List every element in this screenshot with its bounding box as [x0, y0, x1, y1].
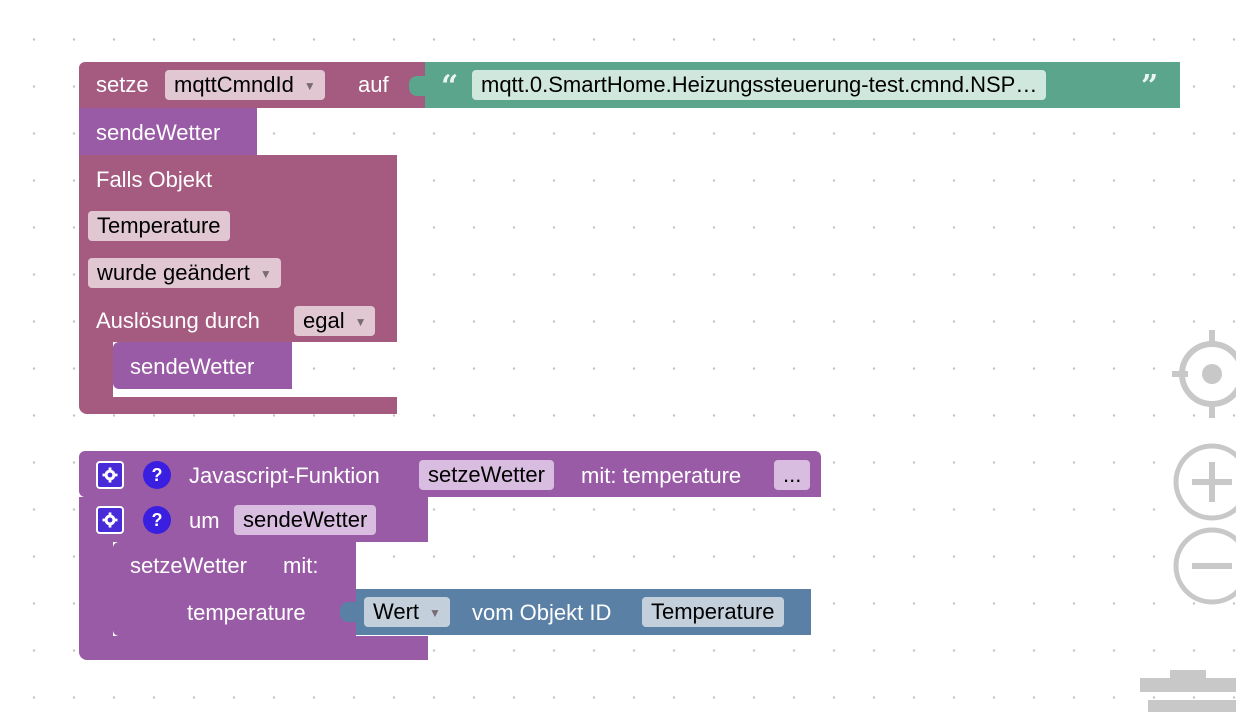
- quote-open-icon: “: [441, 69, 459, 104]
- inner-procedure-call-label: sendeWetter: [130, 354, 255, 379]
- trigger-source-label: Auslösung durch: [96, 308, 260, 333]
- get-value-connector: [340, 602, 358, 622]
- procedure-keyword: um: [189, 508, 220, 533]
- string-value-field[interactable]: mqtt.0.SmartHome.Heizungssteuerung-test.…: [472, 70, 1047, 100]
- variable-dropdown-label: mqttCmndId: [174, 72, 294, 97]
- set-keyword: setze: [96, 72, 149, 97]
- trigger-source-dropdown-label: egal: [303, 308, 345, 333]
- js-function-more-field[interactable]: ...: [774, 460, 811, 490]
- condition-dropdown[interactable]: wurde geändert ▼: [88, 258, 281, 288]
- zoom-in-icon[interactable]: [1172, 442, 1236, 522]
- trash-icon[interactable]: [1140, 670, 1236, 712]
- js-function-params: mit: temperature: [581, 463, 742, 488]
- procedure-call-label: sendeWetter: [96, 120, 221, 145]
- recenter-icon[interactable]: [1172, 330, 1236, 420]
- help-icon[interactable]: ?: [143, 506, 171, 534]
- value-type-dropdown[interactable]: Wert ▼: [364, 597, 450, 627]
- zoom-out-icon[interactable]: [1172, 526, 1236, 606]
- gear-icon[interactable]: [96, 506, 124, 534]
- quote-close-icon: ”: [1141, 69, 1159, 104]
- inner-procedure-call-block[interactable]: [113, 342, 292, 389]
- procedure-definition-arm: [79, 542, 113, 636]
- chevron-down-icon: ▼: [259, 267, 272, 281]
- object-id-field[interactable]: Temperature: [88, 211, 230, 241]
- condition-dropdown-label: wurde geändert: [97, 260, 250, 285]
- js-call-name: setzeWetter: [130, 553, 247, 578]
- chevron-down-icon: ▼: [429, 606, 441, 620]
- js-call-arg-name: temperature: [187, 600, 306, 625]
- help-icon[interactable]: ?: [143, 461, 171, 489]
- get-value-object-field[interactable]: Temperature: [642, 597, 784, 627]
- js-call-with: mit:: [283, 553, 319, 578]
- procedure-call-block[interactable]: [79, 108, 257, 155]
- get-value-label: vom Objekt ID: [472, 600, 612, 625]
- trigger-source-dropdown[interactable]: egal ▼: [294, 306, 376, 336]
- js-call-block[interactable]: [113, 542, 356, 636]
- string-value-connector: [409, 76, 427, 96]
- set-connector: auf: [358, 72, 389, 97]
- procedure-definition-bottom: [79, 636, 428, 660]
- chevron-down-icon: ▼: [303, 79, 316, 93]
- variable-dropdown[interactable]: mqttCmndId ▼: [165, 70, 325, 100]
- trigger-line-object: Falls Objekt: [96, 167, 213, 192]
- trigger-block-bottom: [79, 397, 397, 414]
- trigger-block-arm: [79, 342, 113, 397]
- gear-icon[interactable]: [96, 461, 124, 489]
- value-type-dropdown-label: Wert: [373, 599, 420, 624]
- chevron-down-icon: ▼: [354, 315, 367, 329]
- js-function-name-field[interactable]: setzeWetter: [419, 460, 554, 490]
- js-function-label: Javascript-Funktion: [189, 463, 380, 488]
- procedure-name-field[interactable]: sendeWetter: [234, 505, 377, 535]
